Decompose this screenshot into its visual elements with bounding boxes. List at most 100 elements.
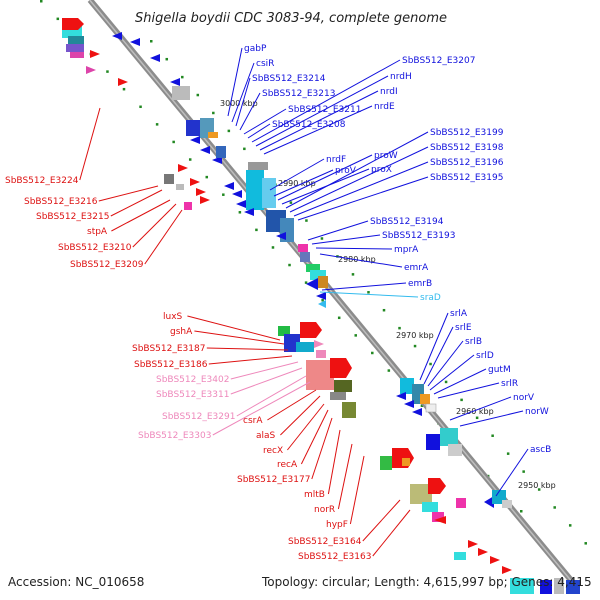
leader-line: [144, 209, 183, 265]
tick-mark: [354, 334, 357, 337]
tick-mark: [491, 434, 494, 437]
leader-lines: [79, 47, 529, 557]
tick-mark: [56, 17, 60, 21]
gene-label: SbBS512_E3198: [430, 143, 504, 153]
tick-mark: [371, 351, 374, 355]
gene-block: [310, 270, 326, 280]
gene-arrow-forward: [178, 164, 188, 172]
tick-mark: [196, 93, 200, 97]
leader-line: [372, 509, 411, 557]
gene-block: [70, 52, 84, 58]
leader-line: [437, 382, 500, 399]
gene-arrow-reverse: [130, 38, 140, 46]
leader-line: [263, 105, 373, 155]
gene-block: [454, 552, 466, 560]
gene-arrow-forward: [62, 18, 84, 30]
leader-line: [287, 403, 325, 451]
gene-arrow-reverse: [236, 200, 246, 208]
gene-arrow-reverse: [276, 232, 286, 240]
leader-line: [427, 340, 464, 387]
gene-label: SbBS512_E3163: [298, 552, 371, 562]
gene-label: luxS: [163, 312, 183, 322]
leader-line: [300, 409, 329, 465]
gene-arrow-reverse: [190, 136, 200, 144]
gene-block: [246, 170, 264, 210]
gene-label: gabP: [244, 44, 267, 54]
gene-block: [425, 403, 437, 413]
gene-block: [306, 264, 320, 272]
gene-label: srlD: [476, 351, 494, 361]
gene-labels-left: SbBS512_E3224SbBS512_E3216SbBS512_E3215s…: [5, 176, 371, 562]
leader-line: [235, 77, 251, 127]
gene-label: srlR: [501, 379, 518, 389]
gene-block: [300, 252, 310, 262]
tick-mark: [522, 470, 525, 473]
tick-mark: [429, 362, 432, 366]
tick-mark: [155, 123, 159, 126]
tick-mark: [568, 524, 572, 527]
leader-line: [285, 131, 429, 209]
gene-label: norV: [513, 393, 535, 403]
gene-label: stpA: [87, 227, 108, 237]
gene-label: proX: [371, 165, 392, 175]
gene-arrow-reverse: [484, 496, 494, 508]
leader-line: [297, 176, 429, 221]
scale-label: 2970 kbp: [396, 331, 434, 340]
gene-label: recX: [263, 446, 283, 456]
leader-line: [307, 220, 369, 241]
gene-block: [554, 578, 564, 594]
gene-arrow-forward: [478, 548, 488, 556]
leader-line: [311, 234, 381, 245]
gene-label: SbBS512_E3207: [402, 56, 475, 66]
gene-block: [216, 146, 226, 158]
gene-arrow-reverse: [318, 300, 326, 308]
gene-block: [432, 512, 444, 522]
gene-label: srlB: [465, 337, 482, 347]
gene-label: csrA: [243, 416, 263, 426]
gene-block: [448, 444, 462, 456]
gene-arrow-forward: [502, 566, 512, 574]
gene-label: nrdH: [390, 72, 412, 82]
tick-mark: [420, 404, 424, 407]
gene-block: [342, 402, 356, 418]
tick-mark: [122, 87, 126, 91]
gene-labels-right: gabPcsiRSbBS512_E3214SbBS512_E3213SbBS51…: [244, 44, 551, 455]
gene-label: SbBS512_E3194: [370, 217, 444, 227]
leader-line: [251, 59, 401, 143]
leader-line: [194, 330, 285, 345]
gene-block: [330, 392, 346, 400]
tick-mark: [165, 57, 169, 61]
leader-line: [319, 253, 403, 268]
gene-label: SbBS512_E3209: [70, 260, 144, 270]
gene-arrow-forward: [86, 66, 96, 74]
gene-label: hypF: [326, 520, 348, 530]
gene-label: SbBS512_E3164: [288, 537, 362, 547]
tick-mark: [289, 201, 293, 204]
leader-line: [419, 312, 449, 381]
map-title: Shigella boydii CDC 3083-94, complete ge…: [135, 11, 447, 26]
gene-label: SbBS512_E3303: [138, 431, 211, 441]
gene-block: [262, 178, 276, 208]
gene-block: [410, 484, 432, 504]
gene-label: mprA: [394, 245, 419, 255]
gene-label: proW: [374, 151, 398, 161]
gene-block: [422, 502, 438, 512]
leader-line: [267, 389, 317, 421]
scale-label: 2950 kbp: [518, 481, 556, 490]
gene-block: [380, 456, 392, 470]
gene-label: srlE: [455, 323, 472, 333]
leader-line: [362, 499, 401, 542]
gene-label: SbBS512_E3224: [5, 176, 79, 186]
gene-block: [306, 360, 334, 390]
tick-mark: [305, 219, 308, 222]
leader-line: [277, 154, 373, 201]
gene-arrow-reverse: [316, 292, 326, 300]
gene-arrow-forward: [428, 478, 446, 494]
gene-label: gutM: [488, 365, 511, 375]
gene-arrow-reverse: [404, 400, 414, 408]
tick-mark: [238, 211, 242, 214]
tick-mark: [40, 0, 43, 3]
tick-mark: [444, 380, 448, 384]
gene-label: SbBS512_E3199: [430, 128, 504, 138]
gene-label: SbBS512_E3193: [382, 231, 455, 241]
